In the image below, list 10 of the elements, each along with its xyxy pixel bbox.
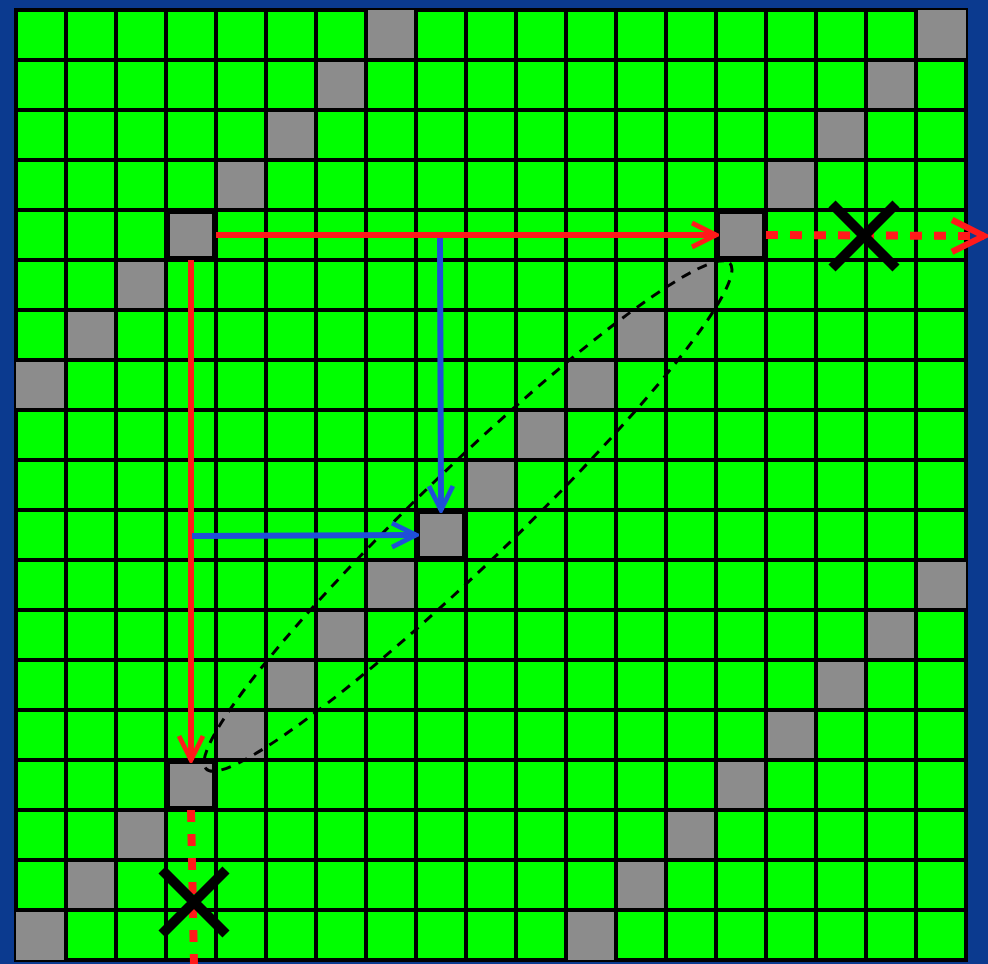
arrow <box>216 220 719 250</box>
arrow <box>426 238 456 513</box>
dotted-arrow <box>766 216 988 256</box>
shaded-cell <box>166 760 216 810</box>
dotted-line <box>187 809 198 964</box>
arrow <box>176 260 206 763</box>
shaded-cell <box>416 510 466 560</box>
arrow <box>192 520 419 550</box>
shaded-cell <box>716 210 766 260</box>
shaded-cell <box>166 210 216 260</box>
